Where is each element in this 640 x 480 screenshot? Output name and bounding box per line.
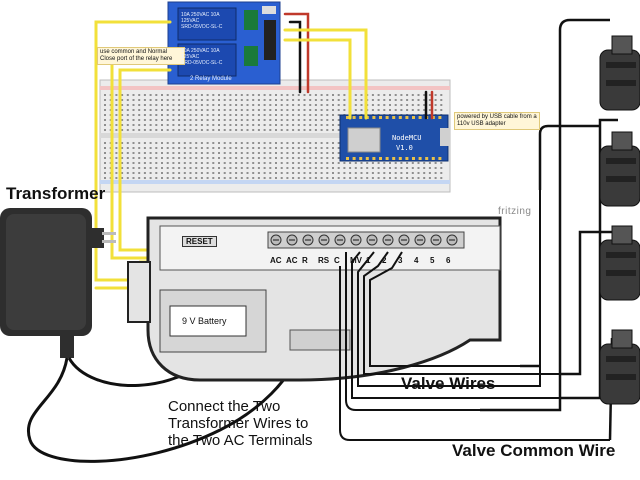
connect-instruction: Connect the Two Transformer Wires to the…: [168, 398, 313, 449]
connect-instruction-line-1: Connect the Two: [168, 398, 281, 415]
terminal-label: 3: [398, 256, 403, 265]
terminal-label: MV: [350, 256, 362, 265]
relay-1: 10A 250VAC 10A 125VAC SRD-05VDC-SL-C: [181, 12, 235, 30]
relay-1-model: SRD-05VDC-SL-C: [181, 24, 223, 30]
reset-button: RESET: [182, 236, 217, 247]
connect-instruction-line-2: Transformer Wires to: [168, 415, 309, 432]
fritzing-watermark: fritzing: [498, 206, 532, 217]
valves: [599, 35, 640, 405]
terminal-label: AC: [270, 256, 282, 265]
valve-common-wire-label: Valve Common Wire: [452, 441, 616, 460]
valve-wires-label: Valve Wires: [401, 374, 496, 393]
terminal-label: 1: [366, 256, 371, 265]
connect-instruction-line-3: the Two AC Terminals: [168, 432, 313, 449]
nodemcu-board: [339, 114, 450, 162]
nodemcu-name: NodeMCU: [392, 134, 422, 142]
valve-wires: [339, 190, 610, 441]
valve-solenoid: [599, 225, 640, 301]
terminal-label: R: [302, 256, 308, 265]
terminal-label: 6: [446, 256, 451, 265]
battery-label: 9 V Battery: [182, 316, 227, 326]
terminal-label: RS: [318, 256, 330, 265]
terminal-label: 5: [430, 256, 435, 265]
valve-solenoid: [599, 329, 640, 405]
valve-solenoid: [599, 131, 640, 207]
relay-note: use common and Normal Close port of the …: [97, 47, 185, 65]
terminal-label: AC: [286, 256, 298, 265]
terminal-label: C: [334, 256, 340, 265]
valve-solenoid: [599, 35, 640, 111]
transformer-label: Transformer: [6, 184, 106, 203]
irrigation-controller: [127, 216, 502, 382]
relay-2-model: SRD-05VDC-SL-C: [181, 60, 223, 66]
nodemcu-version: V1.0: [396, 144, 413, 152]
relay-1-rating: 10A 250VAC 10A 125VAC: [181, 12, 220, 24]
relay-module-name: 2 Relay Module: [190, 76, 232, 82]
relay-module: [167, 1, 281, 85]
usb-note: powered by USB cable from a 110v USB ada…: [454, 112, 540, 130]
relay-2: 10A 250VAC 10A 125VAC SRD-05VDC-SL-C: [181, 48, 235, 66]
terminal-label: 4: [414, 256, 419, 265]
relay-2-rating: 10A 250VAC 10A 125VAC: [181, 48, 220, 60]
terminal-label: 2: [382, 256, 387, 265]
